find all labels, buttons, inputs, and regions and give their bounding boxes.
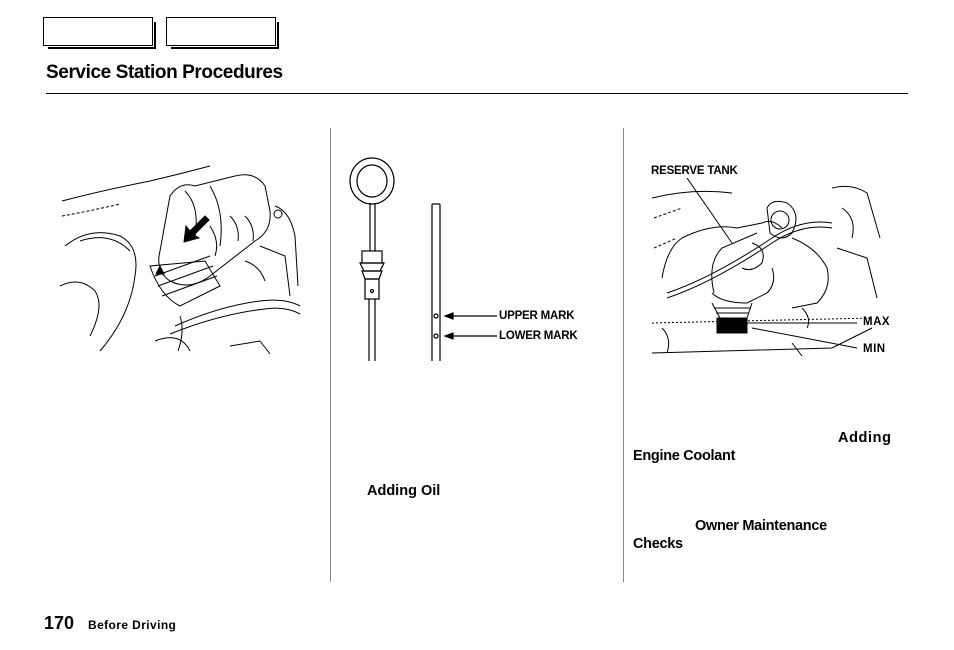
header-divider xyxy=(46,93,908,94)
upper-mark-label: UPPER MARK xyxy=(499,310,575,322)
adding-link[interactable]: Adding xyxy=(838,430,892,446)
nav-tab-box-1[interactable] xyxy=(43,17,156,49)
column-divider-1 xyxy=(330,128,331,582)
max-label: MAX xyxy=(863,316,891,328)
lower-mark-label: LOWER MARK xyxy=(499,330,578,342)
adding-oil-link[interactable]: Adding Oil xyxy=(367,483,441,499)
section-name: Before Driving xyxy=(88,618,177,632)
owner-maintenance-link[interactable]: Owner Maintenance xyxy=(695,518,827,534)
column-divider-2 xyxy=(623,128,624,582)
oil-filler-cap-illustration xyxy=(60,156,300,356)
coolant-reserve-tank-illustration xyxy=(652,178,884,360)
dipstick-illustration xyxy=(345,156,600,361)
page-title: Service Station Procedures xyxy=(46,62,283,83)
engine-coolant-link[interactable]: Engine Coolant xyxy=(633,448,736,464)
checks-link[interactable]: Checks xyxy=(633,536,683,552)
min-label: MIN xyxy=(863,343,886,355)
reserve-tank-label: RESERVE TANK xyxy=(651,165,738,177)
page-number: 170 xyxy=(44,613,75,633)
nav-tab-box-2[interactable] xyxy=(166,17,279,49)
